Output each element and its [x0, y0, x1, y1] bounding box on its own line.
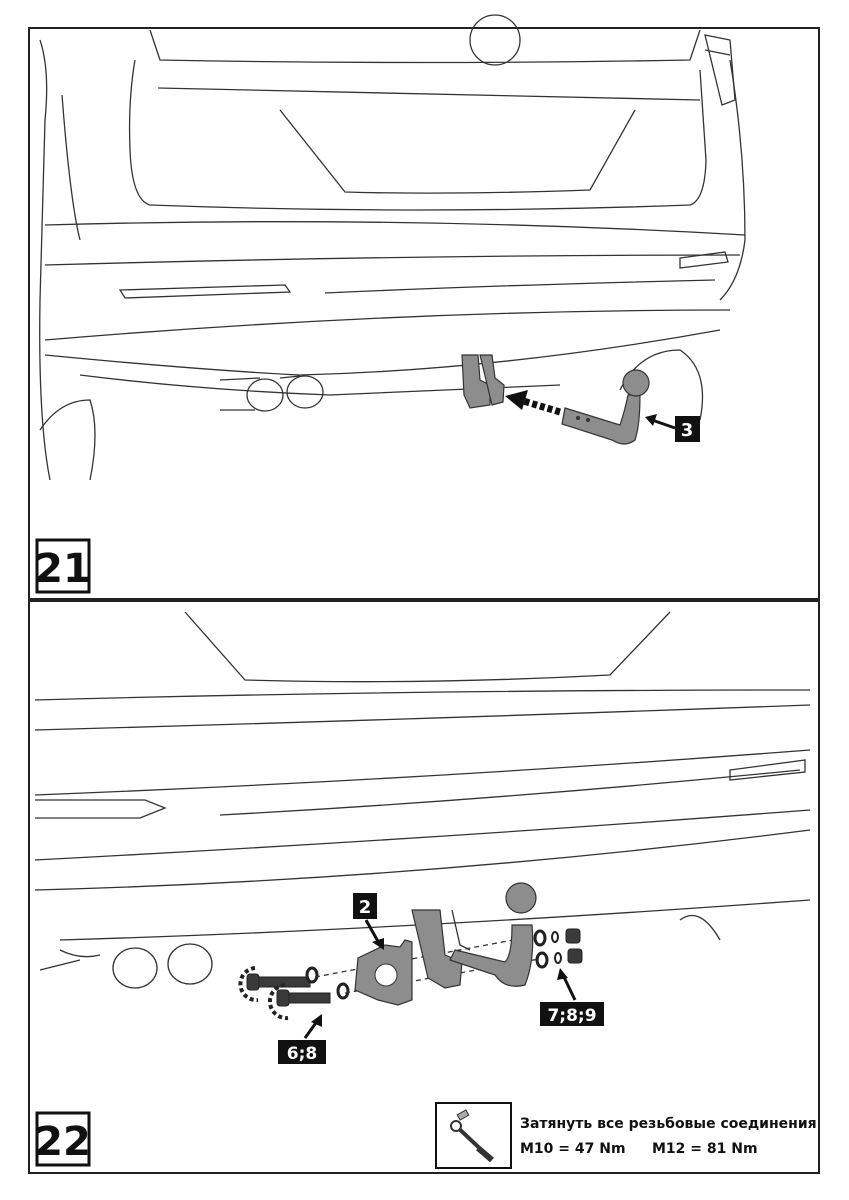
callout-6-8-box: [278, 1040, 326, 1064]
callout-3-label: 3: [681, 420, 694, 441]
mounting-brackets-21: [461, 354, 505, 409]
rotation-arrow-icon: [268, 983, 289, 1021]
torque-note-title: Затянуть все резьбовые соединения: [520, 1116, 817, 1132]
socket-plate-2: [354, 939, 413, 1006]
step-22-box: [35, 1111, 91, 1167]
car-rear-outline-22: [34, 611, 811, 989]
callout-3-box: [675, 416, 700, 442]
tow-bar-22: [411, 882, 537, 989]
rotation-arrow-icon: [238, 966, 259, 1003]
insert-arrow: [505, 390, 562, 416]
torque-m10: M10 = 47 Nm: [520, 1141, 626, 1157]
callout-2-label: 2: [359, 897, 372, 918]
torque-wrench-icon-box: [435, 1102, 512, 1169]
step-21-number: 21: [35, 546, 91, 592]
car-rear-outline-21: [39, 14, 746, 481]
callout-3-arrow: [651, 418, 676, 430]
nuts-washers-7-8-9: [533, 928, 583, 969]
callout-7-8-9-label: 7;8;9: [547, 1006, 596, 1026]
callout-2-box: [353, 893, 377, 919]
tow-bar-21: [561, 369, 650, 445]
panel-22-frame: [28, 600, 820, 1174]
step-22-number: 22: [35, 1119, 91, 1165]
torque-m12: M12 = 81 Nm: [652, 1141, 758, 1157]
panel-21-frame: [28, 27, 820, 600]
torque-wrench-icon: [450, 1109, 494, 1163]
callout-7-8-9-box: [540, 1002, 604, 1026]
callout-6-8-label: 6;8: [287, 1044, 317, 1064]
bolts-6-8: [238, 966, 350, 1021]
step-21-box: [35, 538, 91, 594]
